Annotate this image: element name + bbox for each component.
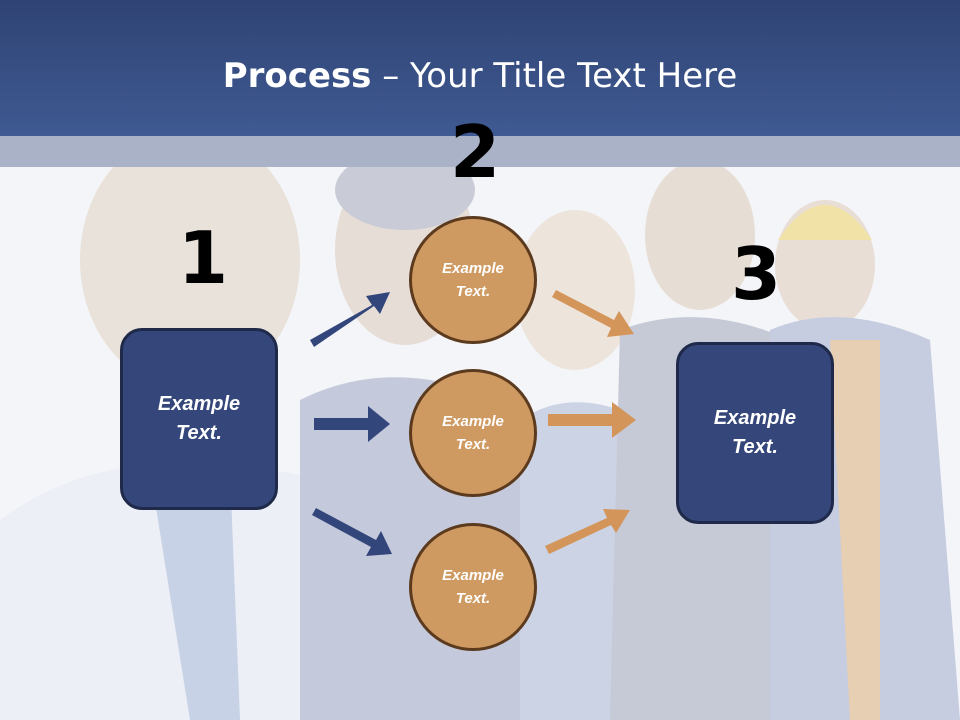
step-2-circle-b[interactable]: Example Text.	[409, 369, 537, 497]
title-header-bar	[0, 0, 960, 136]
title-bold: Process	[222, 56, 372, 96]
arrow-2a-to-3	[552, 290, 634, 337]
step-number-3: 3	[731, 232, 782, 316]
arrow-2c-to-3	[545, 509, 630, 554]
step-3-text: Example Text.	[713, 407, 797, 458]
header-accent-strip	[0, 136, 960, 167]
step-2-circle-a[interactable]: Example Text.	[409, 216, 537, 344]
arrow-2b-to-3	[548, 402, 636, 438]
arrow-1-to-2a	[310, 292, 390, 347]
step-2a-text: Example Text.	[442, 260, 504, 300]
step-1-box[interactable]: Example Text.	[120, 328, 278, 510]
step-2-circle-c[interactable]: Example Text.	[409, 523, 537, 651]
title-rest: – Your Title Text Here	[371, 56, 738, 96]
step-2b-text: Example Text.	[442, 413, 504, 453]
slide-title[interactable]: Process – Your Title Text Here	[0, 54, 960, 98]
step-2c-text: Example Text.	[442, 567, 504, 607]
step-3-box[interactable]: Example Text.	[676, 342, 834, 524]
arrow-1-to-2b	[314, 406, 390, 442]
step-number-1: 1	[178, 216, 229, 300]
step-number-2: 2	[450, 110, 501, 194]
arrow-1-to-2c	[312, 508, 392, 556]
step-1-text: Example Text.	[157, 393, 241, 444]
